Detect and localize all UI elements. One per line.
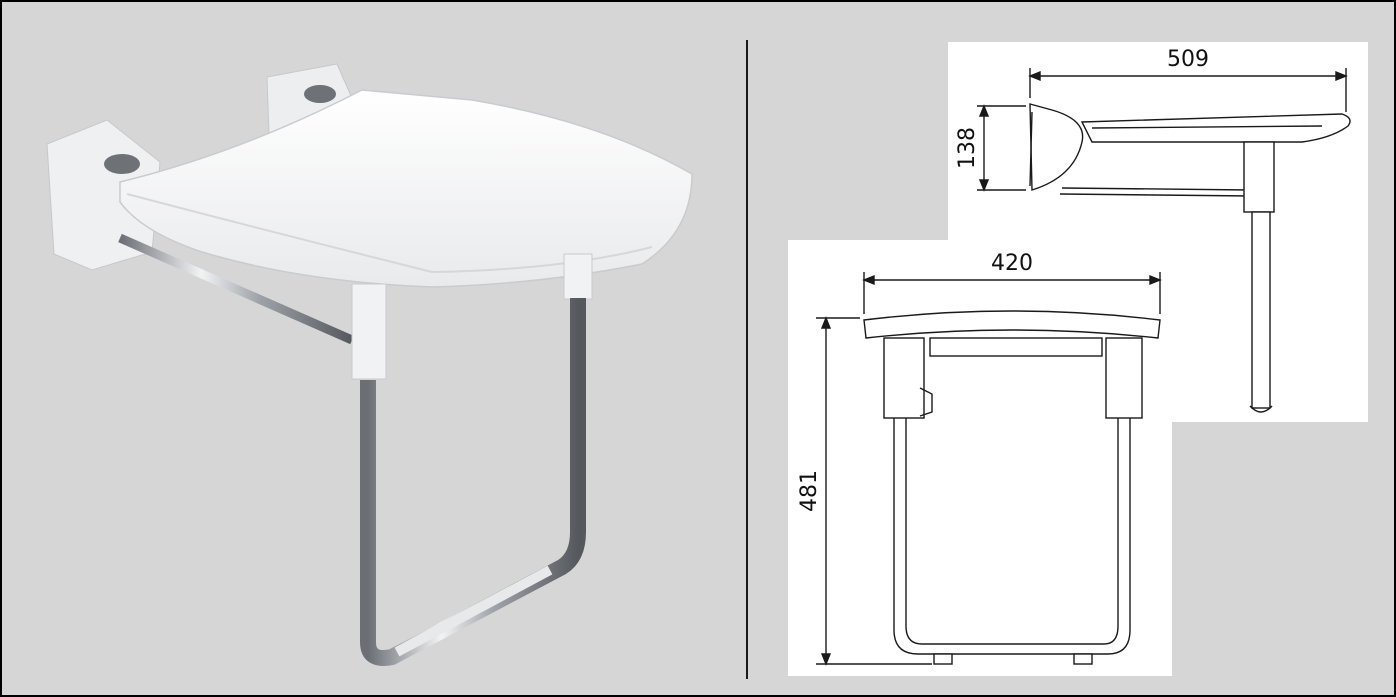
front-dimension-lines (816, 272, 1162, 666)
product-photo (46, 63, 693, 666)
side-dimension-lines (977, 68, 1348, 192)
side-view-drawing (1029, 103, 1351, 413)
side-height-label: 138 (955, 127, 980, 169)
support-bar (118, 233, 354, 345)
seat-plate (119, 89, 693, 288)
front-height-label: 481 (797, 470, 822, 512)
front-width-label: 420 (991, 251, 1033, 276)
front-view-drawing (863, 310, 1161, 665)
side-width-label: 509 (1167, 47, 1209, 72)
leg-sleeve-left (351, 283, 387, 380)
